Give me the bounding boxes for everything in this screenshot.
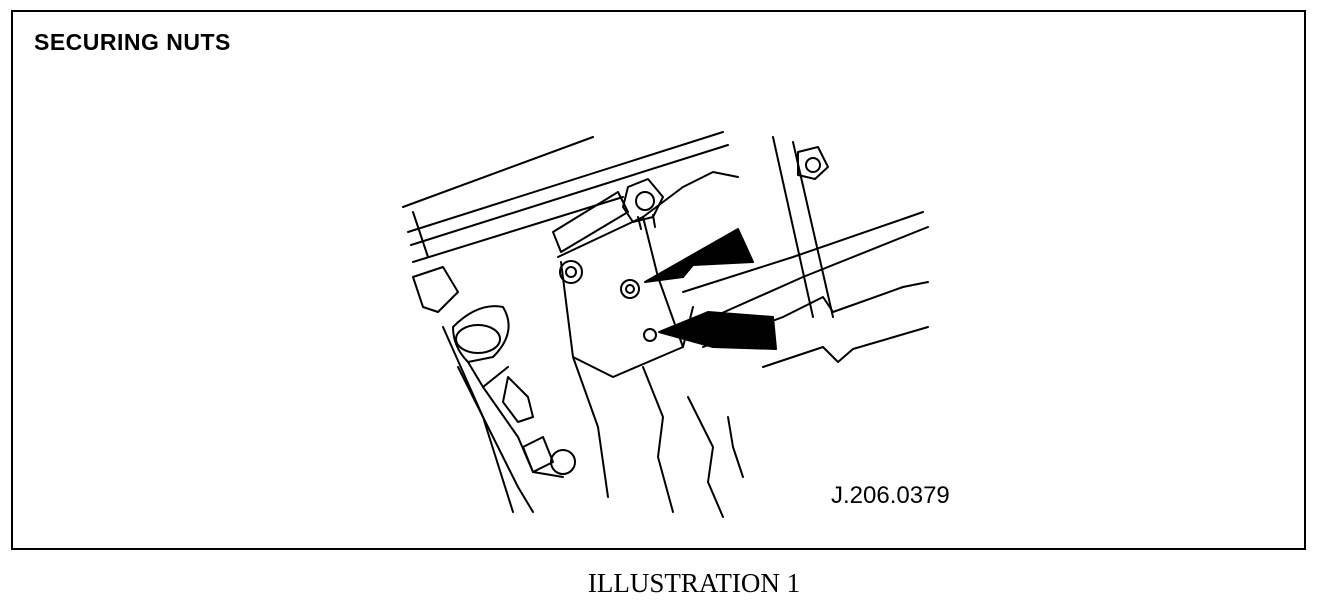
- securing-nuts: [620, 279, 657, 342]
- left-bolt: [559, 260, 583, 284]
- engine-bay-line-drawing: [402, 131, 929, 518]
- callout-arrows: [644, 228, 777, 350]
- illustration-caption: ILLUSTRATION 1: [587, 568, 801, 598]
- left-fittings: [412, 211, 576, 513]
- lower-nut-arrow: [658, 311, 777, 350]
- upper-nut-arrow: [644, 228, 754, 283]
- figure-heading: SECURING NUTS: [34, 29, 231, 55]
- body-contours: [642, 211, 929, 518]
- right-link: [772, 136, 834, 318]
- top-stud: [622, 178, 664, 230]
- upper-panel-lines: [402, 131, 729, 263]
- drawing-reference-code: J.206.0379: [831, 482, 950, 509]
- illustration-frame: SECURING NUTS: [11, 10, 1306, 550]
